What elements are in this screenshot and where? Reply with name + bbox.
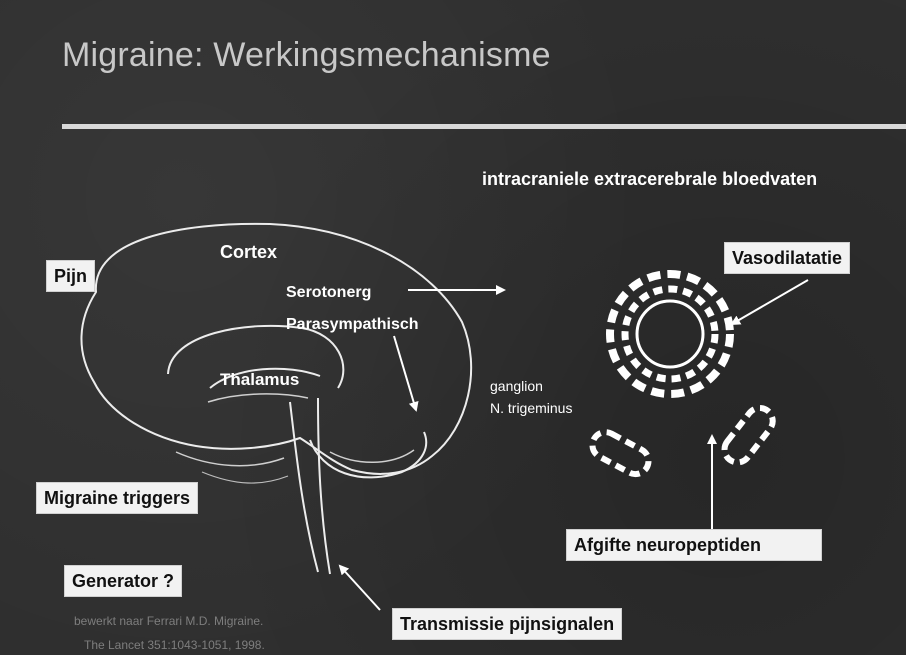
box-transmissie-pijnsignalen: Transmissie pijnsignalen: [392, 608, 622, 640]
footnote-line-1: bewerkt naar Ferrari M.D. Migraine.: [74, 614, 263, 628]
temporal-fold-2: [202, 472, 288, 483]
cerebellum-fold: [330, 450, 414, 462]
box-generator: Generator ?: [64, 565, 182, 597]
label-trigeminus: N. trigeminus: [490, 400, 572, 416]
arrow-vasodilatatie: [732, 280, 808, 324]
box-pijn: Pijn: [46, 260, 95, 292]
arrow-transmissie: [340, 566, 380, 610]
temporal-fold: [176, 452, 284, 466]
box-vasodilatatie: Vasodilatatie: [724, 242, 850, 274]
brainstem: [290, 402, 318, 572]
label-parasympathisch: Parasympathisch: [286, 316, 419, 334]
arrow-parasympathisch: [394, 336, 416, 410]
brainstem-right: [318, 398, 330, 574]
inner-arc-lower: [208, 394, 308, 402]
nerve-fragment-left: [588, 428, 653, 479]
footnote-line-2: The Lancet 351:1043-1051, 1998.: [84, 638, 265, 652]
box-afgifte-neuropeptiden: Afgifte neuropeptiden: [566, 529, 822, 561]
vessel-cross-section: [610, 274, 730, 394]
label-cortex: Cortex: [220, 242, 277, 263]
cerebellum: [310, 432, 426, 477]
label-thalamus: Thalamus: [220, 370, 299, 390]
label-ganglion: ganglion: [490, 378, 543, 394]
nerve-fragment-right: [719, 403, 778, 468]
label-serotonerg: Serotonerg: [286, 284, 371, 302]
box-migraine-triggers: Migraine triggers: [36, 482, 198, 514]
